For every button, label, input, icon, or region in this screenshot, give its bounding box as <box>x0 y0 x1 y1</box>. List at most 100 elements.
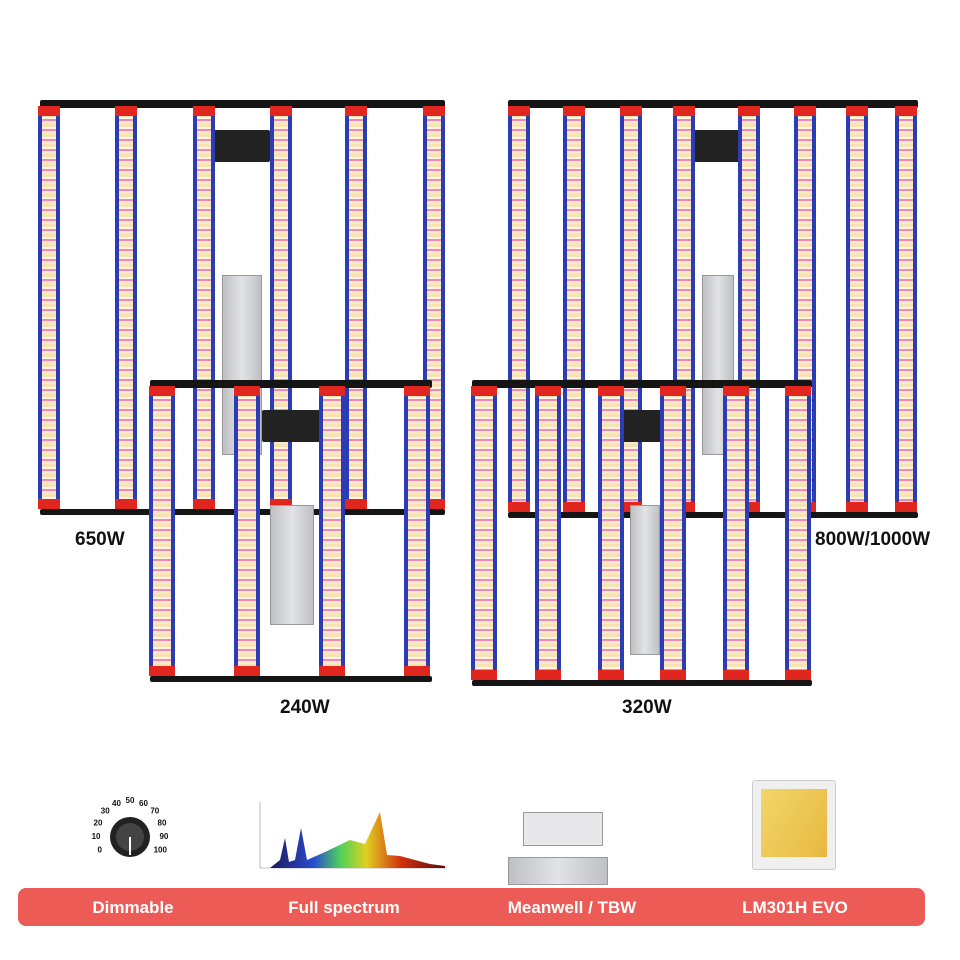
led-bar <box>535 386 561 680</box>
led-bar <box>598 386 624 680</box>
led-bar <box>149 386 175 676</box>
power-driver <box>630 505 660 655</box>
dial-tick-label: 20 <box>94 818 103 827</box>
bar-cap <box>471 386 497 396</box>
bar-cap <box>846 502 868 512</box>
bar-cap <box>563 502 585 512</box>
led-strip <box>197 114 211 501</box>
driver-housing-icon <box>508 857 608 885</box>
led-strip <box>850 114 864 504</box>
led-bar <box>38 106 60 509</box>
bar-cap <box>115 106 137 116</box>
bar-cap <box>234 386 260 396</box>
bar-cap <box>193 499 215 509</box>
led-strip <box>539 394 557 672</box>
led-bar <box>345 106 367 509</box>
bar-cap <box>319 386 345 396</box>
bar-cap <box>508 106 530 116</box>
led-chip-icon <box>752 780 836 870</box>
dial-tick-label: 70 <box>150 807 159 816</box>
dial-tick-label: 30 <box>101 807 110 816</box>
dial-tick-label: 40 <box>112 799 121 808</box>
dial-tick-label: 50 <box>126 796 135 805</box>
bar-cap <box>794 106 816 116</box>
bar-cap <box>660 386 686 396</box>
dial-tick-label: 10 <box>92 832 101 841</box>
bar-cap <box>471 670 497 680</box>
led-bar <box>193 106 215 509</box>
bar-cap <box>723 670 749 680</box>
bar-cap <box>38 106 60 116</box>
bottom-rail <box>508 512 918 518</box>
led-strip <box>349 114 363 501</box>
led-strip <box>475 394 493 672</box>
bar-cap <box>345 106 367 116</box>
top-rail <box>472 380 812 388</box>
led-bar <box>723 386 749 680</box>
bar-cap <box>319 666 345 676</box>
led-strip <box>427 114 441 501</box>
led-strip <box>323 394 341 668</box>
dial-tick-label: 80 <box>158 818 167 827</box>
led-strip <box>274 114 288 501</box>
led-strip <box>119 114 133 501</box>
led-bar <box>660 386 686 680</box>
bottom-rail <box>150 676 432 682</box>
led-bar <box>270 106 292 509</box>
fixture-label-800w: 800W/1000W <box>815 529 931 550</box>
led-bar <box>563 106 585 512</box>
driver-icon <box>523 812 603 846</box>
bar-cap <box>508 502 530 512</box>
bottom-rail <box>472 680 812 686</box>
dial-tick-label: 60 <box>139 799 148 808</box>
led-bar <box>404 386 430 676</box>
bar-cap <box>673 106 695 116</box>
junction-box <box>262 410 322 442</box>
bar-cap <box>345 499 367 509</box>
led-bar <box>471 386 497 680</box>
dial-tick-label: 90 <box>159 832 168 841</box>
led-strip <box>602 394 620 672</box>
top-rail <box>150 380 432 388</box>
fixture-label-320w: 320W <box>622 697 672 718</box>
led-bar <box>319 386 345 676</box>
junction-box <box>694 130 742 162</box>
bar-cap <box>535 386 561 396</box>
bar-cap <box>535 670 561 680</box>
bar-cap <box>598 386 624 396</box>
feature-led-chip: LM301H EVO <box>742 898 848 917</box>
led-bar <box>508 106 530 512</box>
bar-cap <box>723 386 749 396</box>
bar-cap <box>270 499 292 509</box>
dial-tick-label: 100 <box>154 845 168 854</box>
power-driver <box>270 505 314 625</box>
bar-cap <box>234 666 260 676</box>
bar-cap <box>193 106 215 116</box>
feature-dimmable: Dimmable <box>92 898 174 917</box>
bar-cap <box>423 106 445 116</box>
bar-cap <box>38 499 60 509</box>
bar-cap <box>846 106 868 116</box>
led-strip <box>899 114 913 504</box>
bar-cap <box>738 106 760 116</box>
bar-cap <box>149 666 175 676</box>
fixture-label-240w: 240W <box>280 697 330 718</box>
bar-cap <box>738 502 760 512</box>
feature-banner <box>18 888 925 926</box>
led-bar <box>846 106 868 512</box>
bar-cap <box>620 106 642 116</box>
feature-driver: Meanwell / TBW <box>507 898 637 917</box>
led-strip <box>624 114 638 504</box>
led-bar <box>234 386 260 676</box>
bar-cap <box>404 666 430 676</box>
led-bar <box>785 386 811 680</box>
led-strip <box>238 394 256 668</box>
fixture-label-650w: 650W <box>75 529 125 550</box>
bar-cap <box>404 386 430 396</box>
bar-cap <box>660 670 686 680</box>
top-rail <box>508 100 918 108</box>
led-strip <box>512 114 526 504</box>
led-strip <box>153 394 171 668</box>
bar-cap <box>115 499 137 509</box>
